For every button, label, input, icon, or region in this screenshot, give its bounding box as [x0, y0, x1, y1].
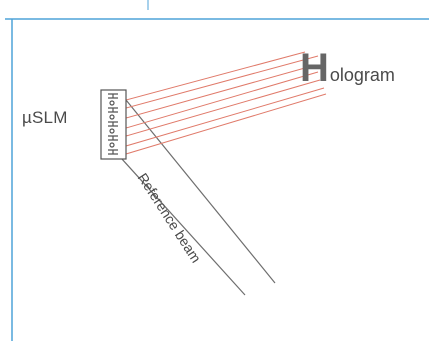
light-rays: [125, 51, 327, 155]
slm-device: [100, 89, 127, 160]
hologram-rest: ologram: [329, 65, 395, 85]
ray: [125, 87, 325, 147]
slm-label: µSLM: [22, 108, 68, 127]
ray: [125, 65, 313, 119]
ray: [125, 51, 306, 101]
reference-beam-line-upper: [125, 99, 276, 284]
ray: [125, 71, 319, 129]
ray: [125, 79, 321, 137]
hologram-initial: H: [300, 46, 329, 90]
slm-pixels: [108, 93, 118, 155]
ray: [125, 55, 319, 109]
ray: [125, 93, 327, 155]
hologram-label: Hologram: [300, 48, 395, 88]
reference-beam-line-lower: [111, 147, 246, 296]
